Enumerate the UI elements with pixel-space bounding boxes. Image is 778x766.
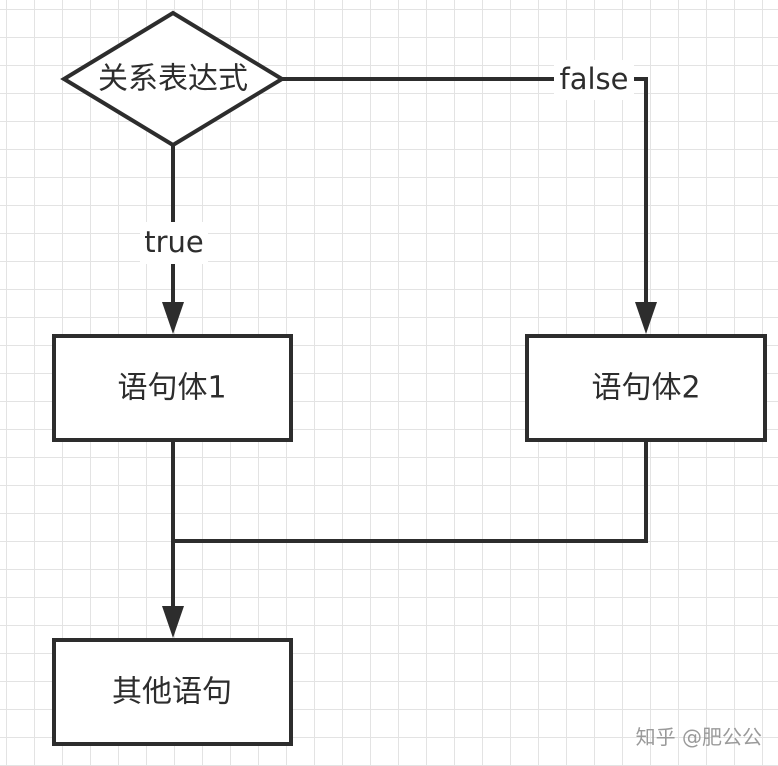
true-label: true bbox=[144, 225, 204, 259]
true-edge-arrowhead bbox=[162, 302, 184, 334]
body2-label: 语句体2 bbox=[591, 371, 700, 406]
true-label-bg bbox=[140, 222, 208, 264]
other-box bbox=[52, 638, 293, 746]
false-edge bbox=[282, 77, 648, 310]
false-edge-arrowhead bbox=[635, 302, 657, 334]
body2-merge-edge bbox=[173, 440, 648, 543]
false-label: false bbox=[560, 62, 629, 96]
watermark: 知乎 @肥公公 bbox=[635, 725, 762, 749]
condition-label: 关系表达式 bbox=[98, 62, 248, 97]
other-label: 其他语句 bbox=[112, 675, 232, 710]
body1-to-other-arrowhead bbox=[162, 606, 184, 638]
condition-diamond bbox=[60, 10, 286, 148]
body1-label: 语句体1 bbox=[117, 371, 226, 406]
false-label-bg bbox=[554, 60, 634, 100]
body2-box bbox=[525, 334, 767, 442]
body1-box bbox=[52, 334, 293, 442]
